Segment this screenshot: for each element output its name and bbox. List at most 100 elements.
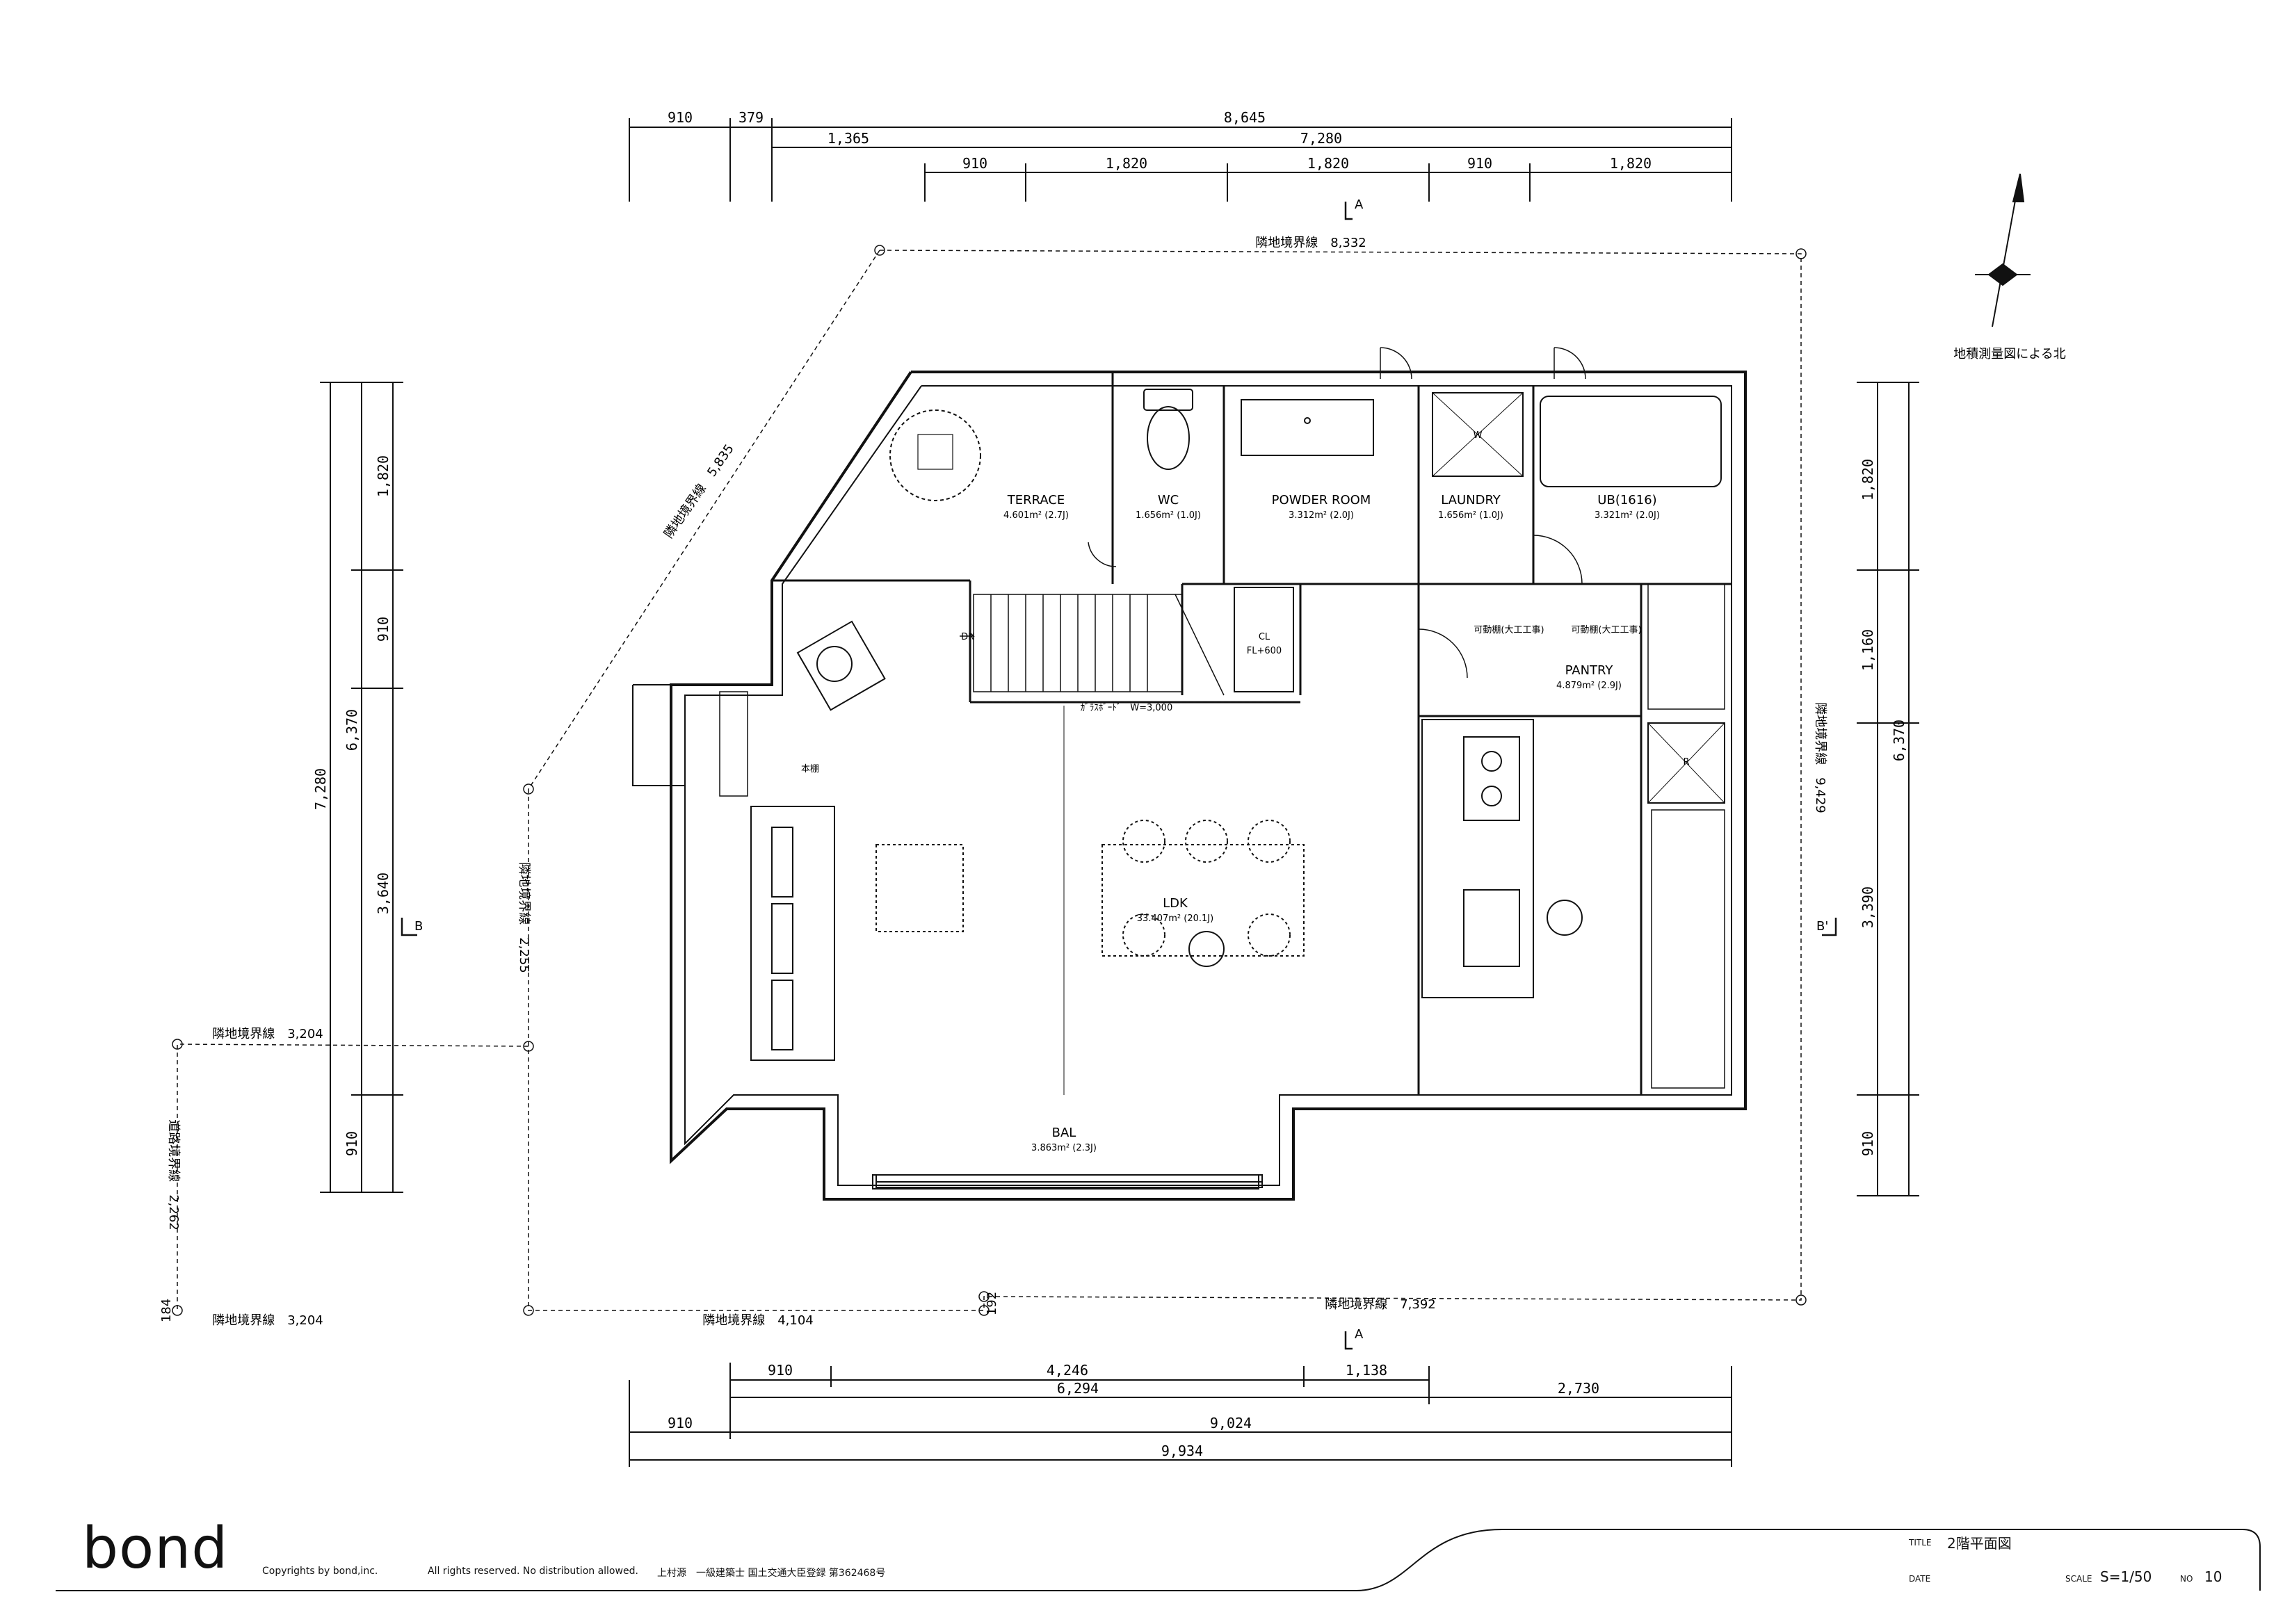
dim-top-379: 379 xyxy=(739,109,764,126)
door-swings xyxy=(1088,347,1586,679)
dim-top-1820-b: 1,820 xyxy=(1307,155,1349,172)
room-laundry-name: LAUNDRY xyxy=(1441,493,1501,508)
dim-bot-910-a: 910 xyxy=(768,1362,793,1379)
section-letters: A A B B' xyxy=(414,197,1828,1342)
boundary-right-label: 隣地境界線 9,429 xyxy=(1813,702,1827,813)
dim-left-1820: 1,820 xyxy=(375,455,392,497)
shelf1-label: 可動棚(大工工事) xyxy=(1474,625,1544,635)
section-b-left: B xyxy=(414,919,423,934)
bottom-dimension-lines xyxy=(629,1363,1732,1467)
dim-top-910-c: 910 xyxy=(1467,155,1492,172)
room-terrace-area: 4.601m² (2.7J) xyxy=(1003,510,1069,521)
copyright-text: Copyrights by bond,inc. xyxy=(262,1566,378,1577)
boundary-labels: 隣地境界線 8,332 隣地境界線 5,835 隣地境界線 9,429 隣地境界… xyxy=(159,236,1827,1328)
brand-logo: bond xyxy=(82,1516,229,1582)
dim-left-910-b: 910 xyxy=(344,1131,360,1156)
dim-right-6370: 6,370 xyxy=(1891,720,1907,761)
boundary-top-label: 隣地境界線 8,332 xyxy=(1255,236,1366,250)
section-b-right: B' xyxy=(1816,919,1828,934)
boundary-bottom-label: 隣地境界線 7,392 xyxy=(1325,1297,1436,1312)
room-wc-area: 1.656m² (1.0J) xyxy=(1136,510,1201,521)
staircase xyxy=(960,594,1225,696)
dim-bot-1138: 1,138 xyxy=(1346,1362,1387,1379)
glass-board-label: ｶﾞﾗｽﾎﾞｰﾄﾞ W=3,000 xyxy=(1081,703,1172,713)
interior-walls xyxy=(772,372,1732,1095)
room-ub-area: 3.321m² (2.0J) xyxy=(1595,510,1660,521)
dim-right-1160: 1,160 xyxy=(1859,629,1876,671)
shelf2-label: 可動棚(大工工事) xyxy=(1571,625,1641,635)
section-a-bottom: A xyxy=(1355,1327,1364,1342)
dim-bot-9024: 9,024 xyxy=(1210,1415,1252,1431)
architect-text: 上村源 一級建築士 国土交通大臣登録 第362468号 xyxy=(657,1568,886,1579)
closet-fl-label: FL+600 xyxy=(1247,646,1282,656)
dim-top-1365: 1,365 xyxy=(828,130,869,147)
top-dimension-lines xyxy=(629,118,1732,202)
title-value: 2階平面図 xyxy=(1947,1535,2012,1552)
no-label: NO xyxy=(2180,1574,2193,1584)
section-a-top: A xyxy=(1355,197,1364,212)
right-dimension-text: 1,820 1,160 6,370 3,390 910 xyxy=(1859,459,1907,1156)
room-ub-name: UB(1616) xyxy=(1597,493,1656,508)
boundary-192-label: 192 xyxy=(985,1292,999,1315)
boundary-184-label: 184 xyxy=(159,1299,174,1322)
boundary-markers xyxy=(172,245,1807,1316)
dim-bot-4246: 4,246 xyxy=(1047,1362,1088,1379)
top-dimension-text: 910 379 8,645 1,365 7,280 910 1,820 1,82… xyxy=(668,109,1652,172)
building-walls xyxy=(632,371,1747,1201)
dim-right-1820: 1,820 xyxy=(1859,459,1876,501)
dim-top-910-b: 910 xyxy=(962,155,987,172)
no-value: 10 xyxy=(2204,1568,2222,1585)
laundry-w-label: W xyxy=(1474,430,1483,441)
boundary-road-label: 道路境界線 2,262 xyxy=(166,1119,181,1231)
dim-right-3390: 3,390 xyxy=(1859,886,1876,928)
dim-left-7280: 7,280 xyxy=(312,768,329,810)
left-dimension-text: 7,280 1,820 910 6,370 3,640 910 xyxy=(312,455,392,1156)
room-ldk-area: 33.407m² (20.1J) xyxy=(1137,914,1213,924)
boundary-left-vert-label: 隣地境界線 2,255 xyxy=(517,862,531,973)
north-label: 地積測量図による北 xyxy=(1953,347,2065,362)
room-bal-area: 3.863m² (2.3J) xyxy=(1031,1143,1097,1153)
dim-bot-910-b: 910 xyxy=(668,1415,693,1431)
room-wc-name: WC xyxy=(1158,493,1179,508)
left-dimension-lines xyxy=(320,382,403,1193)
property-boundary xyxy=(177,250,1802,1311)
scale-value: S=1/50 xyxy=(2100,1568,2152,1585)
dim-top-910-a: 910 xyxy=(668,109,693,126)
bookshelf-label: 本棚 xyxy=(801,764,819,774)
title-block-frame xyxy=(56,1529,2261,1591)
room-powder-name: POWDER ROOM xyxy=(1272,493,1371,508)
room-laundry-area: 1.656m² (1.0J) xyxy=(1438,510,1503,521)
room-powder-area: 3.312m² (2.0J) xyxy=(1289,510,1354,521)
dim-left-910-a: 910 xyxy=(375,617,392,642)
dim-top-7280: 7,280 xyxy=(1300,130,1342,147)
dim-bot-2730: 2,730 xyxy=(1558,1380,1599,1397)
bottom-dimension-text: 910 4,246 1,138 6,294 2,730 910 9,024 9,… xyxy=(668,1362,1599,1459)
title-label: TITLE xyxy=(1909,1538,1932,1548)
north-arrow-icon xyxy=(1975,173,2031,327)
rights-text: All rights reserved. No distribution all… xyxy=(428,1566,638,1577)
room-ldk-name: LDK xyxy=(1163,896,1188,911)
dim-bot-9934: 9,934 xyxy=(1161,1443,1203,1459)
room-pantry-name: PANTRY xyxy=(1565,663,1614,678)
scale-label: SCALE xyxy=(2065,1574,2092,1584)
stairs-dn-label: DN xyxy=(961,632,975,642)
room-terrace-name: TERRACE xyxy=(1007,493,1065,508)
boundary-bottom-left-label: 隣地境界線 4,104 xyxy=(702,1313,814,1328)
boundary-left-mid-label: 隣地境界線 3,204 xyxy=(212,1027,323,1041)
dim-top-1820-a: 1,820 xyxy=(1106,155,1147,172)
section-markers xyxy=(401,202,1837,1350)
dim-right-910: 910 xyxy=(1859,1131,1876,1156)
plan-notes: DN ｶﾞﾗｽﾎﾞｰﾄﾞ W=3,000 CL FL+600 可動棚(大工工事)… xyxy=(801,430,1690,774)
boundary-diag-label: 隣地境界線 5,835 xyxy=(661,441,737,541)
footer: bond Copyrights by bond,inc. All rights … xyxy=(56,1516,2239,1599)
room-pantry-area: 4.879m² (2.9J) xyxy=(1556,681,1622,691)
fixtures xyxy=(719,389,1725,1189)
dim-bot-6294: 6,294 xyxy=(1057,1380,1099,1397)
dim-top-8645: 8,645 xyxy=(1224,109,1266,126)
fridge-r-label: R xyxy=(1683,757,1689,768)
date-label: DATE xyxy=(1909,1574,1931,1584)
dim-left-6370: 6,370 xyxy=(344,709,360,751)
closet-label: CL xyxy=(1259,632,1270,642)
right-dimension-lines xyxy=(1857,382,1919,1196)
